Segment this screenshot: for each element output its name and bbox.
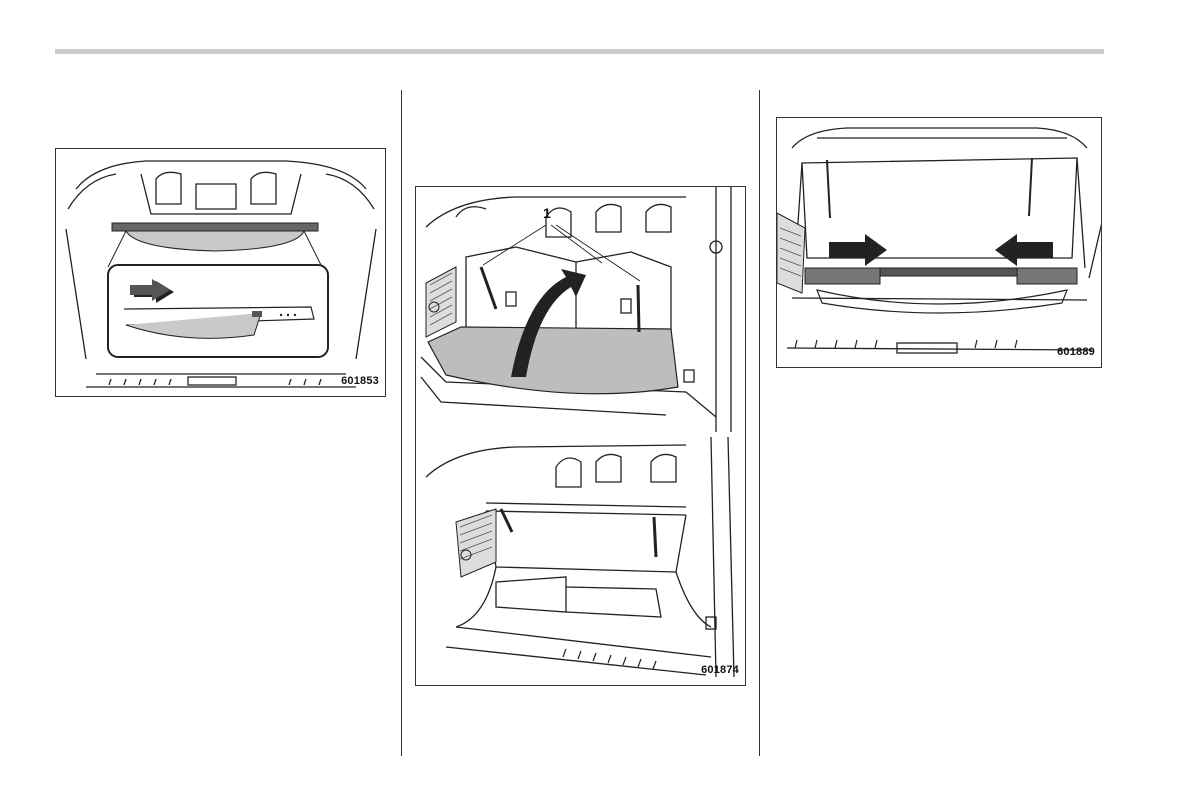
figure-third-row-cargo: 1 601874 bbox=[415, 186, 746, 686]
header-rule bbox=[55, 49, 1104, 54]
cargo-area-illustration-2 bbox=[416, 187, 746, 686]
cargo-area-illustration-3 bbox=[777, 118, 1102, 368]
figure-code-601874: 601874 bbox=[701, 664, 739, 676]
figure-code-601853: 601853 bbox=[341, 375, 379, 387]
cargo-area-illustration-1 bbox=[56, 149, 386, 397]
figure-cargo-cover-install: 601853 bbox=[55, 148, 386, 397]
column-divider-right bbox=[759, 90, 760, 756]
callout-label-1: 1 bbox=[543, 205, 551, 221]
figure-cargo-cover-release: 601889 bbox=[776, 117, 1102, 368]
column-divider-left bbox=[401, 90, 402, 756]
figure-code-601889: 601889 bbox=[1057, 346, 1095, 358]
